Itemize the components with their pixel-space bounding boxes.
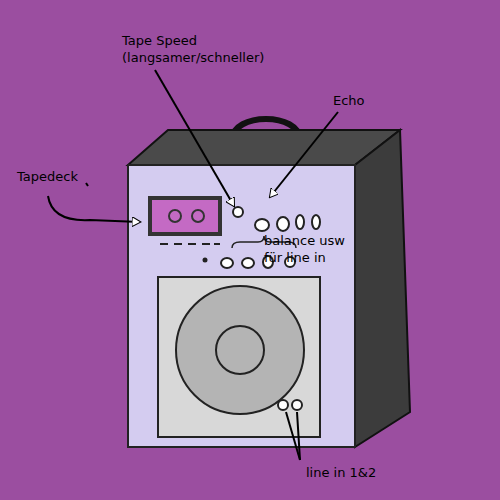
control-label: Echo xyxy=(333,92,393,109)
tape-reel xyxy=(169,210,181,222)
connector-label: line in 1&2 xyxy=(306,464,406,481)
cabinet-front xyxy=(128,165,355,447)
leader-line xyxy=(286,412,300,460)
leader-line xyxy=(48,196,140,222)
leader-line xyxy=(297,412,300,460)
control-label: Tape Speed (langsamer/schneller) xyxy=(122,32,282,66)
speaker-dustcap xyxy=(216,326,264,374)
input-jack xyxy=(292,400,302,410)
cabinet-side xyxy=(355,130,410,447)
leader-line xyxy=(155,70,234,206)
tape-reel xyxy=(192,210,204,222)
control-label: balance usw für line in xyxy=(264,232,360,266)
speaker-cone xyxy=(176,286,304,414)
cabinet-top xyxy=(128,130,400,165)
deck-buttons xyxy=(160,243,220,245)
leader-line xyxy=(270,112,338,197)
input-jack xyxy=(278,400,288,410)
tape-deck xyxy=(150,198,220,234)
pen-mark xyxy=(86,183,88,186)
knob-row xyxy=(233,207,320,231)
indicator-dot xyxy=(203,258,208,263)
part-label: Tapedeck xyxy=(17,168,107,185)
speaker-grille xyxy=(158,277,320,437)
